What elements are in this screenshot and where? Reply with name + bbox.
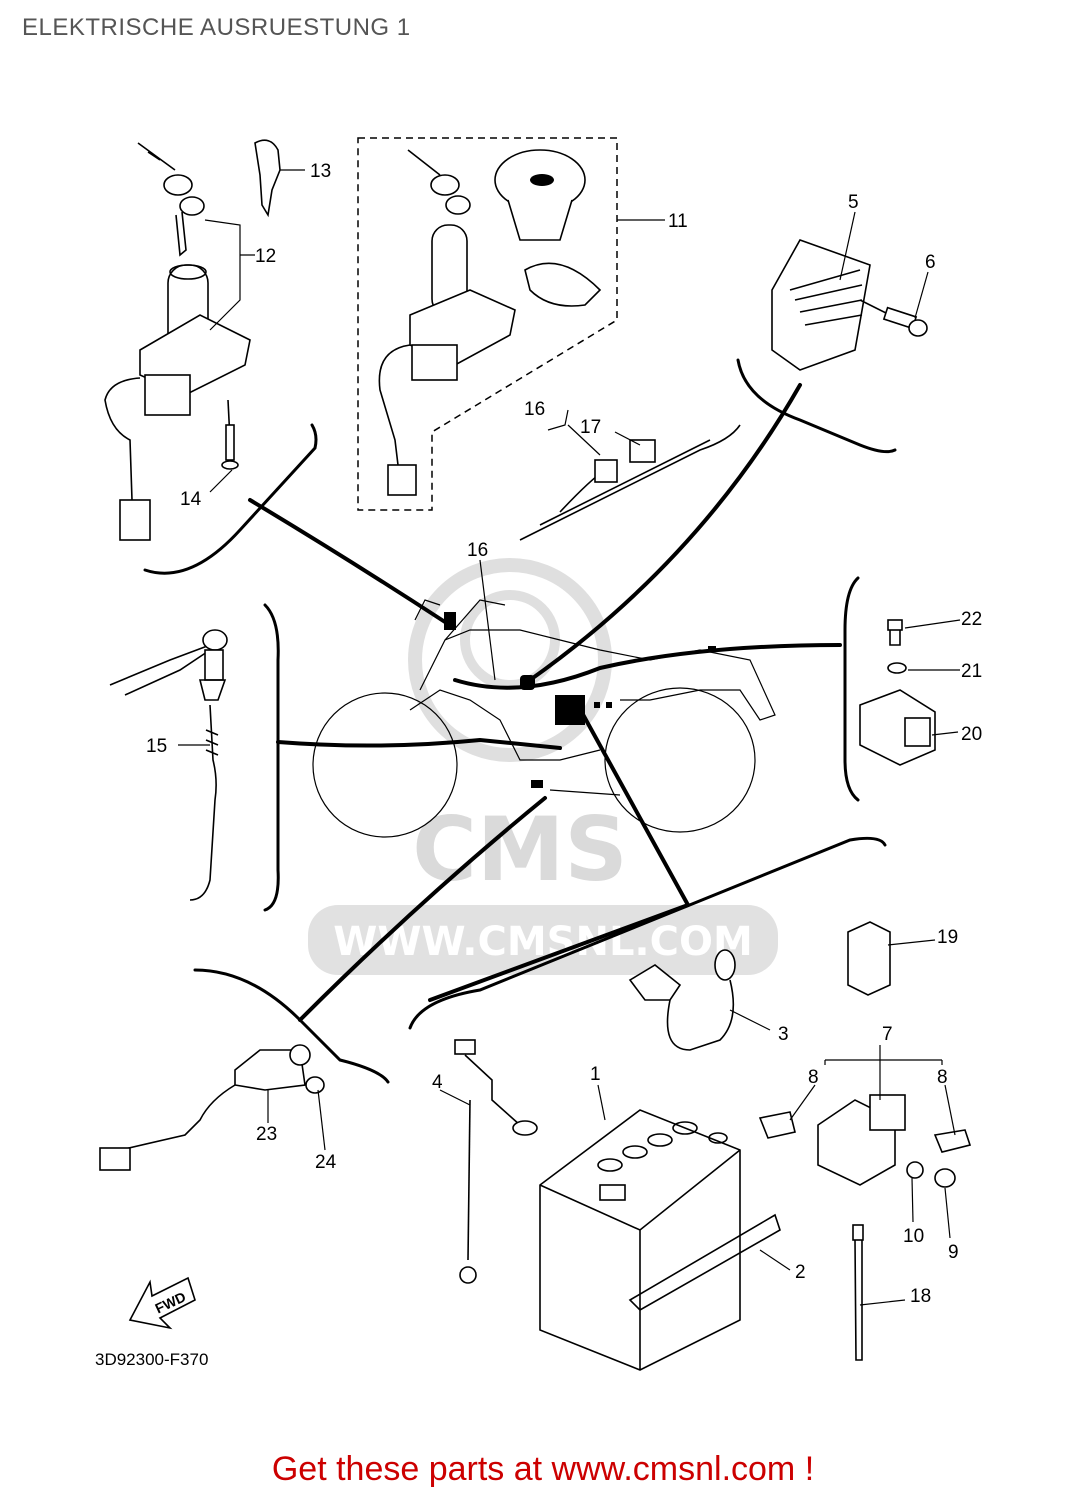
callout-20: 20 — [961, 724, 982, 745]
callout-13: 13 — [310, 161, 331, 182]
kit-boundary-11 — [357, 137, 618, 511]
relay-mount — [859, 619, 936, 766]
starter-relay — [758, 1059, 972, 1188]
flasher-relay — [847, 921, 891, 996]
callout-4: 4 — [432, 1072, 443, 1093]
battery — [539, 1109, 781, 1371]
earth-lead — [454, 1039, 538, 1284]
callout-5: 5 — [848, 192, 859, 213]
battery-lead — [628, 949, 736, 1051]
footer-cta-link[interactable]: Get these parts at www.cmsnl.com ! — [271, 1450, 815, 1488]
leader-lines — [178, 169, 961, 1306]
cable-tie — [852, 1224, 864, 1361]
callout-22: 22 — [961, 609, 982, 630]
rectifier-regulator — [771, 239, 928, 371]
callout-23: 23 — [256, 1124, 277, 1145]
lock-set-kit — [378, 149, 602, 496]
watermark-brand: CMS — [412, 798, 628, 901]
callout-17: 17 — [580, 417, 601, 438]
callout-labels: 1 2 3 4 5 6 7 8 8 9 10 11 12 13 14 15 16… — [146, 161, 982, 1307]
callout-11: 11 — [668, 211, 688, 232]
diagram-code: 3D92300-F370 — [95, 1350, 208, 1369]
fwd-arrow: FWD — [128, 1276, 196, 1330]
callout-14: 14 — [180, 489, 202, 510]
callout-2: 2 — [795, 1262, 806, 1283]
group-brackets — [143, 358, 897, 1084]
sidestand-switch — [99, 1044, 325, 1171]
page-title: ELEKTRISCHE AUSRUESTUNG 1 — [22, 14, 411, 41]
callout-8-left: 8 — [808, 1067, 819, 1088]
callout-21: 21 — [961, 661, 982, 682]
callout-1: 1 — [590, 1064, 601, 1085]
callout-15: 15 — [146, 736, 167, 757]
callout-24: 24 — [315, 1152, 337, 1173]
callout-3: 3 — [778, 1024, 789, 1045]
callout-19: 19 — [937, 927, 958, 948]
wire-harness-detail — [519, 424, 741, 541]
callout-10: 10 — [903, 1226, 924, 1247]
main-switch-assembly — [104, 139, 281, 541]
wire-harness — [248, 383, 842, 1022]
callout-18: 18 — [910, 1286, 931, 1307]
watermark: CMS WWW.CMSNL.COM — [308, 558, 778, 975]
callout-9: 9 — [948, 1242, 959, 1263]
parts-diagram: CMS WWW.CMSNL.COM — [95, 137, 982, 1371]
callout-8-right: 8 — [937, 1067, 948, 1088]
callout-16-top: 16 — [524, 399, 545, 420]
callout-12: 12 — [255, 246, 276, 267]
neutral-switch — [109, 629, 228, 901]
callout-6: 6 — [925, 252, 936, 273]
callout-7: 7 — [882, 1024, 893, 1045]
callout-16-mid: 16 — [467, 540, 488, 561]
